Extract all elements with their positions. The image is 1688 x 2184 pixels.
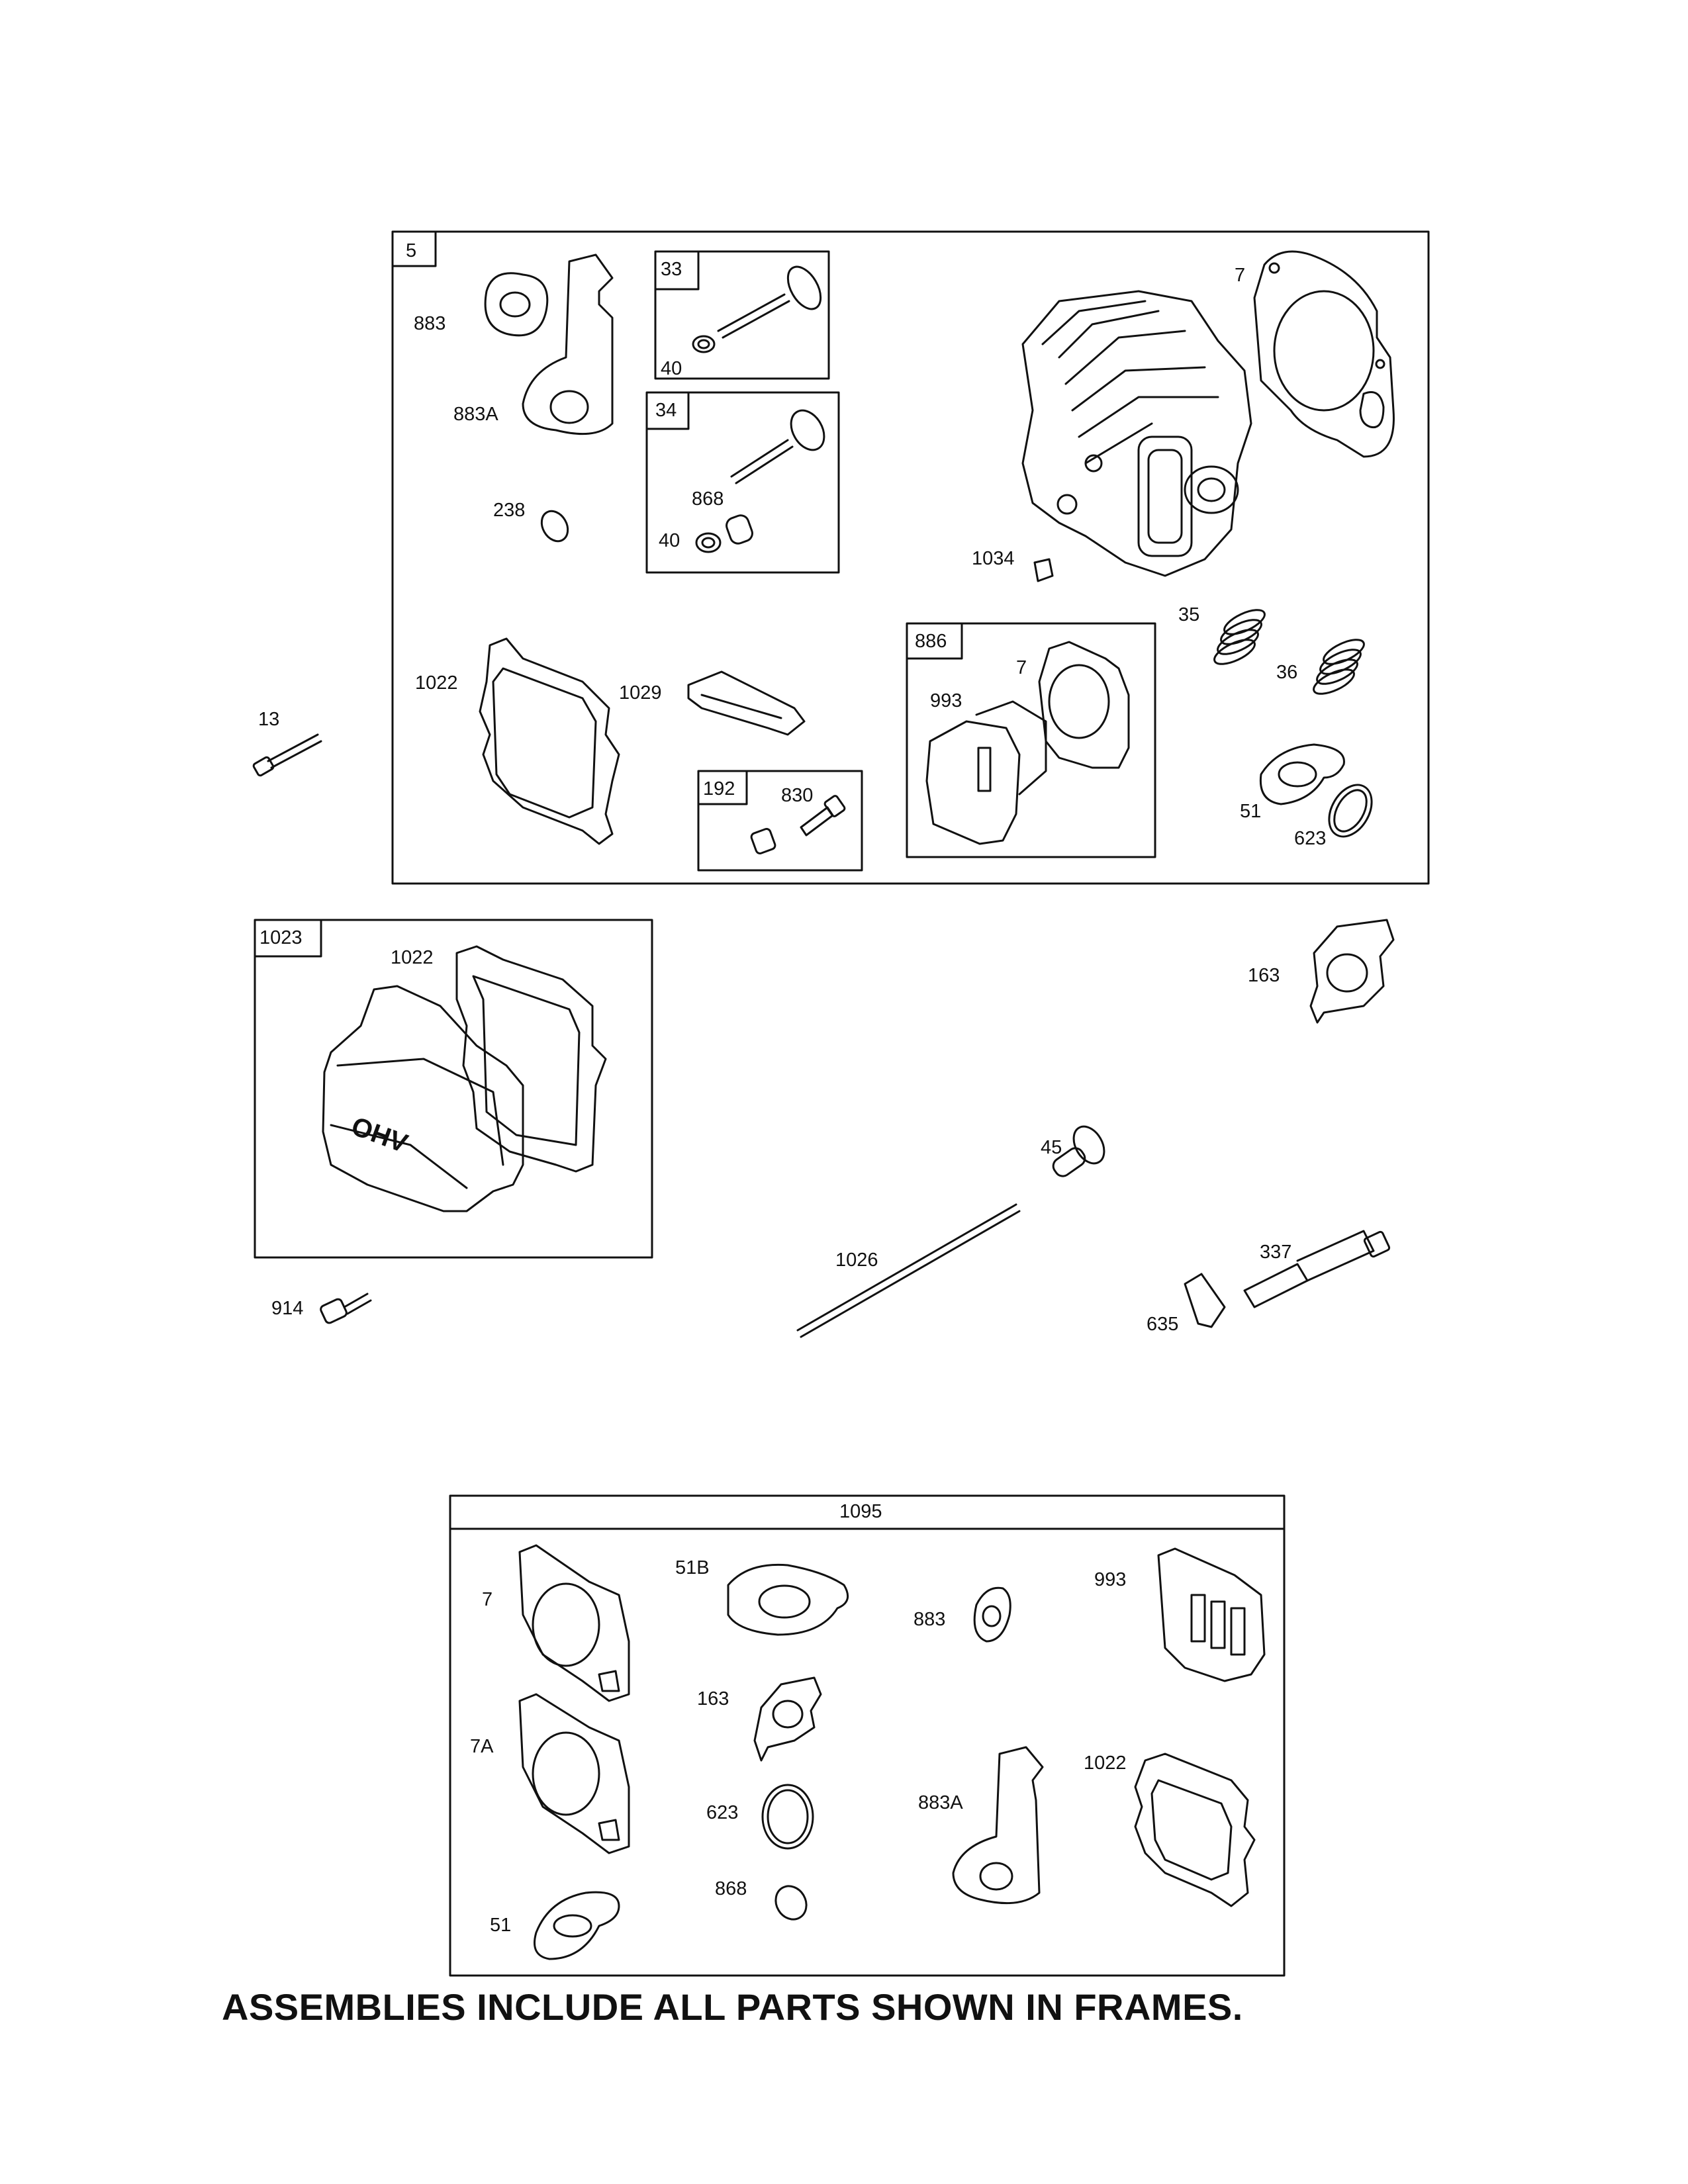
tappet-45 <box>1052 1125 1105 1177</box>
callout-914: 914 <box>271 1298 304 1319</box>
kit-gasket-7a <box>518 1693 630 1854</box>
callout-883a: 883A <box>453 404 498 425</box>
pivot-nut-192 <box>750 828 776 854</box>
frame-rocker-set-192 <box>697 770 863 872</box>
frame-label-5: 5 <box>406 240 417 261</box>
frame-label-34: 34 <box>655 400 677 421</box>
frame-exhaust-valve <box>654 250 830 380</box>
kit-gasket-1022 <box>1134 1752 1256 1907</box>
screw-914 <box>320 1293 372 1324</box>
cylinder-head <box>1021 290 1252 577</box>
kit-callout-51: 51 <box>490 1915 512 1936</box>
kit-callout-7: 7 <box>482 1589 493 1610</box>
kit-callout-883a: 883A <box>918 1792 963 1813</box>
callout-623: 623 <box>1294 828 1327 849</box>
gasket-886-7 <box>1038 641 1130 769</box>
callout-40-a: 40 <box>661 358 682 379</box>
gasket-1022 <box>479 637 620 845</box>
kit-gasket-7 <box>518 1544 630 1702</box>
kit-gasket-163 <box>753 1676 822 1762</box>
rocker-arm-1029 <box>687 670 806 736</box>
callout-1026: 1026 <box>835 1250 878 1271</box>
frame-label-33: 33 <box>661 259 682 280</box>
kit-gasket-51b <box>727 1563 849 1636</box>
valve-cover-1023 <box>322 985 524 1212</box>
spring-35 <box>1213 609 1266 665</box>
callout-886-993: 993 <box>930 690 962 711</box>
kit-callout-163: 163 <box>697 1688 729 1709</box>
callout-7: 7 <box>1235 265 1246 286</box>
kit-gasket-51 <box>534 1891 620 1960</box>
callout-1023-1022: 1022 <box>391 947 434 968</box>
callout-1029: 1029 <box>619 682 662 704</box>
frame-gasket-set-886 <box>906 622 1156 858</box>
kit-plug-868 <box>774 1885 808 1921</box>
frame-label-192: 192 <box>703 778 735 799</box>
kit-callout-993: 993 <box>1094 1569 1127 1590</box>
kit-callout-1022: 1022 <box>1084 1752 1127 1774</box>
kit-callout-7a: 7A <box>470 1736 494 1757</box>
spring-36 <box>1313 639 1365 695</box>
callout-1034: 1034 <box>972 548 1015 569</box>
stud-830 <box>800 795 846 837</box>
gasket-51 <box>1259 743 1345 805</box>
bolt-13 <box>252 733 322 777</box>
gasket-1023-1022 <box>455 945 607 1173</box>
callout-1022: 1022 <box>415 672 458 694</box>
terminal-635 <box>1184 1273 1226 1328</box>
callout-45: 45 <box>1041 1137 1062 1158</box>
frame-label-1095: 1095 <box>839 1501 882 1522</box>
clip-1034 <box>1033 558 1054 582</box>
callout-337: 337 <box>1260 1242 1292 1263</box>
frame-label-1023: 1023 <box>259 927 303 948</box>
callout-40-b: 40 <box>659 530 680 551</box>
gasket-883 <box>484 272 549 337</box>
frame-label-886: 886 <box>915 631 947 652</box>
frame-intake-valve <box>645 391 840 574</box>
spark-plug-337 <box>1243 1230 1391 1308</box>
callout-35: 35 <box>1178 604 1200 625</box>
callout-886-7: 7 <box>1016 657 1027 678</box>
callout-238: 238 <box>493 500 526 521</box>
kit-callout-623: 623 <box>706 1802 739 1823</box>
kit-oring-623 <box>761 1784 814 1850</box>
gasket-886-993 <box>925 700 1047 845</box>
kit-callout-868: 868 <box>715 1878 747 1899</box>
head-gasket-7 <box>1253 250 1395 458</box>
kit-gasket-993 <box>1157 1547 1266 1682</box>
footer-note: ASSEMBLIES INCLUDE ALL PARTS SHOWN IN FR… <box>222 1986 1243 2028</box>
callout-830: 830 <box>781 785 814 806</box>
callout-163: 163 <box>1248 965 1280 986</box>
callout-635: 635 <box>1147 1314 1179 1335</box>
kit-callout-883: 883 <box>914 1609 946 1630</box>
callout-883: 883 <box>414 313 446 334</box>
insulator-883a <box>522 253 614 435</box>
kit-callout-51b: 51B <box>675 1557 710 1578</box>
oring-623 <box>1328 784 1373 838</box>
valve-33 <box>692 265 822 353</box>
callout-13: 13 <box>258 709 280 730</box>
valve-34 <box>695 409 825 553</box>
callout-868: 868 <box>692 488 724 510</box>
kit-insulator-883a <box>952 1746 1044 1905</box>
frame-head-assembly <box>391 230 1430 885</box>
gasket-163 <box>1309 919 1395 1024</box>
frame-valve-cover-assembly <box>254 919 653 1259</box>
frame-gasket-set-1095 <box>449 1494 1286 1977</box>
callout-36: 36 <box>1276 662 1298 683</box>
pushrod-1026 <box>796 1203 1021 1338</box>
callout-51: 51 <box>1240 801 1262 822</box>
kit-gasket-883 <box>973 1586 1011 1643</box>
plug-238 <box>540 510 569 543</box>
